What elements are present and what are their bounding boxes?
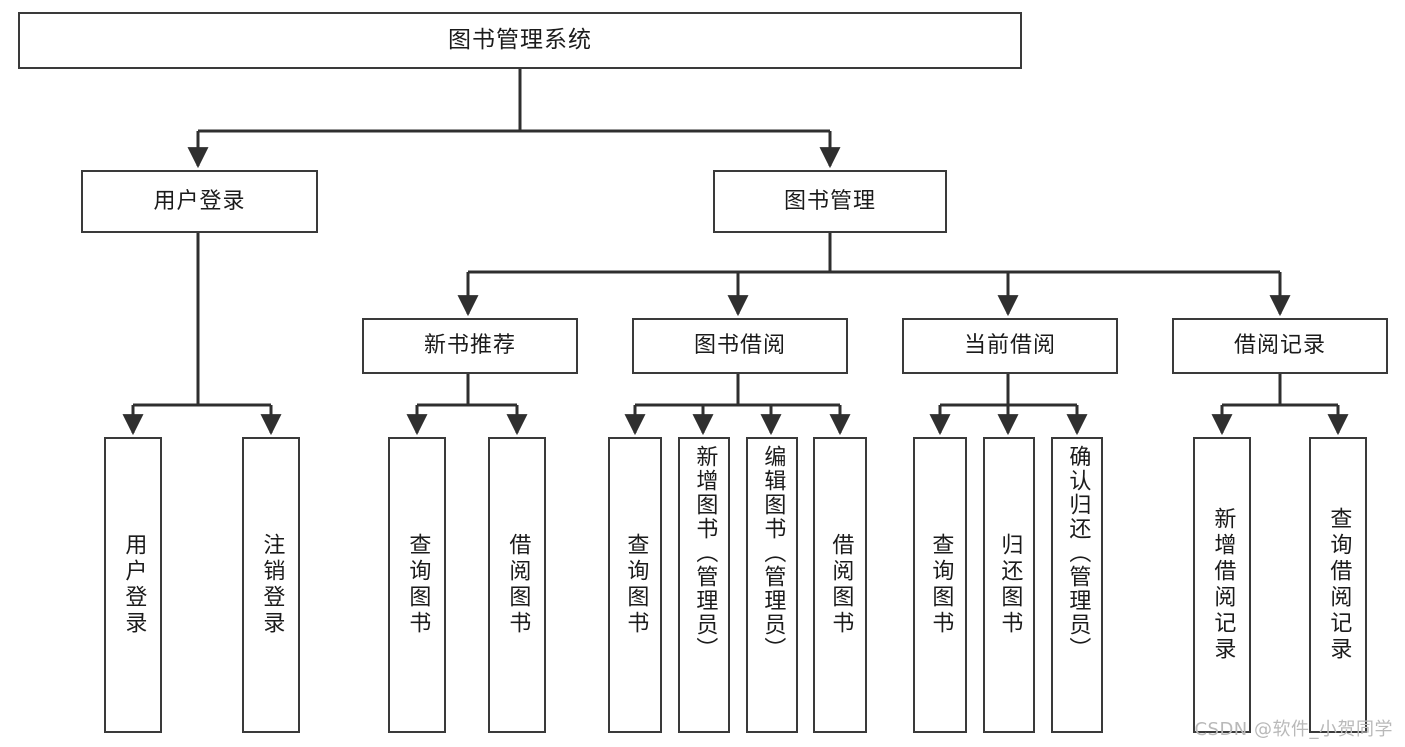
node-leaf-query-book-current-label: 查询图书 bbox=[928, 533, 954, 637]
node-leaf-query-borrow-record[interactable]: 查询借阅记录 bbox=[1309, 437, 1367, 733]
node-leaf-logout[interactable]: 注销登录 bbox=[242, 437, 300, 733]
node-borrow-record-label: 借阅记录 bbox=[1233, 333, 1326, 359]
node-new-book-recommend-label: 新书推荐 bbox=[423, 333, 516, 359]
node-leaf-return-book-label: 归还图书 bbox=[997, 533, 1023, 637]
node-book-manage[interactable]: 图书管理 bbox=[713, 170, 947, 233]
node-leaf-borrow-book-recommend[interactable]: 借阅图书 bbox=[488, 437, 546, 733]
node-leaf-edit-book-admin-label: 编辑图书（管理员） bbox=[760, 445, 786, 661]
node-leaf-borrow-book-recommend-label: 借阅图书 bbox=[505, 533, 531, 637]
node-book-borrow[interactable]: 图书借阅 bbox=[632, 318, 848, 374]
node-leaf-borrow-book-label: 借阅图书 bbox=[828, 533, 854, 637]
csdn-watermark: CSDN @软件_小贺同学 bbox=[1194, 719, 1393, 740]
node-leaf-query-borrow-record-label: 查询借阅记录 bbox=[1326, 507, 1352, 663]
node-leaf-user-login[interactable]: 用户登录 bbox=[104, 437, 162, 733]
node-book-manage-label: 图书管理 bbox=[783, 188, 876, 214]
node-user-login[interactable]: 用户登录 bbox=[81, 170, 318, 233]
node-user-login-label: 用户登录 bbox=[153, 188, 246, 214]
node-root[interactable]: 图书管理系统 bbox=[18, 12, 1022, 69]
node-leaf-query-book-recommend-label: 查询图书 bbox=[405, 533, 431, 637]
node-current-borrow-label: 当前借阅 bbox=[963, 333, 1056, 359]
node-leaf-query-book-current[interactable]: 查询图书 bbox=[913, 437, 967, 733]
node-leaf-query-book-borrow[interactable]: 查询图书 bbox=[608, 437, 662, 733]
node-borrow-record[interactable]: 借阅记录 bbox=[1172, 318, 1388, 374]
node-leaf-add-borrow-record-label: 新增借阅记录 bbox=[1210, 507, 1236, 663]
node-leaf-logout-label: 注销登录 bbox=[259, 533, 285, 637]
node-leaf-query-book-recommend[interactable]: 查询图书 bbox=[388, 437, 446, 733]
node-book-borrow-label: 图书借阅 bbox=[693, 333, 786, 359]
node-leaf-add-borrow-record[interactable]: 新增借阅记录 bbox=[1193, 437, 1251, 733]
node-leaf-return-book[interactable]: 归还图书 bbox=[983, 437, 1035, 733]
node-leaf-add-book-admin[interactable]: 新增图书（管理员） bbox=[678, 437, 730, 733]
node-leaf-add-book-admin-label: 新增图书（管理员） bbox=[692, 445, 718, 661]
node-leaf-borrow-book[interactable]: 借阅图书 bbox=[813, 437, 867, 733]
node-root-label: 图书管理系统 bbox=[448, 27, 592, 54]
node-leaf-confirm-return-admin-label: 确认归还（管理员） bbox=[1065, 445, 1091, 661]
node-leaf-query-book-borrow-label: 查询图书 bbox=[623, 533, 649, 637]
node-new-book-recommend[interactable]: 新书推荐 bbox=[362, 318, 578, 374]
node-leaf-confirm-return-admin[interactable]: 确认归还（管理员） bbox=[1051, 437, 1103, 733]
node-current-borrow[interactable]: 当前借阅 bbox=[902, 318, 1118, 374]
node-leaf-edit-book-admin[interactable]: 编辑图书（管理员） bbox=[746, 437, 798, 733]
node-leaf-user-login-label: 用户登录 bbox=[121, 533, 147, 637]
